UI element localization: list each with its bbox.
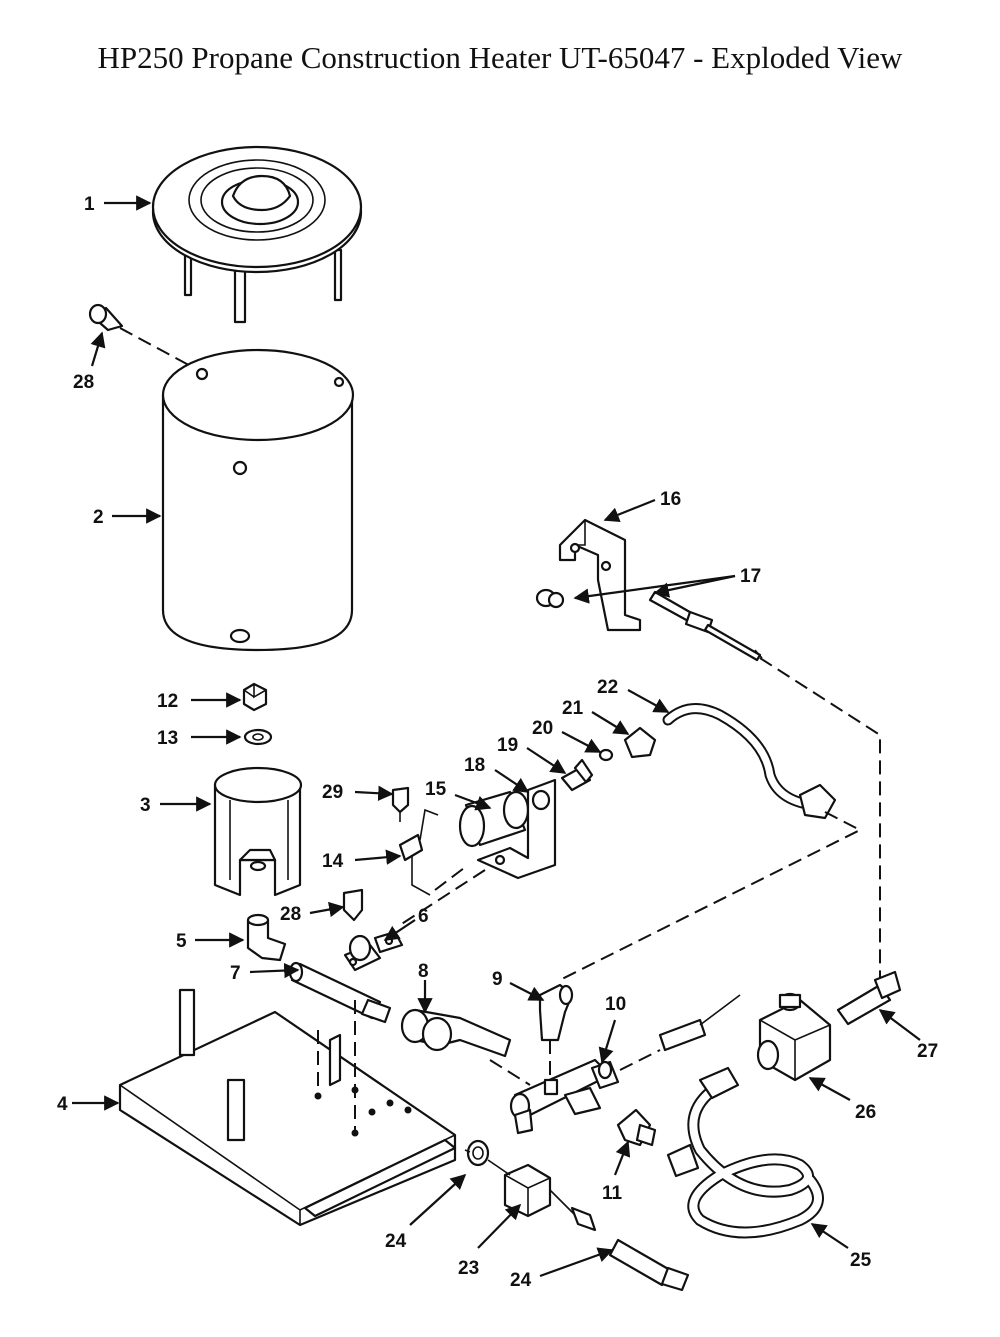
manifold-block <box>509 1058 612 1135</box>
callout-24-left: 24 <box>385 1231 407 1252</box>
page-title: HP250 Propane Construction Heater UT-650… <box>97 40 903 75</box>
part-28-screw-lower <box>342 888 364 922</box>
part-28-screw-upper <box>88 303 124 332</box>
part-1-top-deflector <box>151 145 363 324</box>
part-7-tube <box>288 961 392 1024</box>
callout-4: 4 <box>57 1094 68 1115</box>
part-5-elbow <box>246 913 287 962</box>
part-16-bracket <box>558 518 642 632</box>
part-3-burner-cup <box>213 766 303 897</box>
callout-26: 26 <box>855 1102 876 1123</box>
part-24-pilot-fitting <box>570 1206 690 1292</box>
callout-27: 27 <box>917 1041 938 1062</box>
callout-18: 18 <box>464 755 485 776</box>
part-22-gas-tube <box>662 703 837 820</box>
callout-5: 5 <box>176 931 187 952</box>
part-14-electrode <box>398 808 439 896</box>
part-6-clamp <box>343 930 404 972</box>
part-29-igniter <box>391 786 410 822</box>
part-21-nut <box>623 726 657 759</box>
callout-14: 14 <box>322 851 344 872</box>
part-2-cylinder-shell <box>161 348 355 652</box>
callout-20: 20 <box>532 718 553 739</box>
callout-6: 6 <box>418 906 429 927</box>
part-23-pilot-block <box>487 1159 576 1218</box>
callout-17: 17 <box>740 566 761 587</box>
callout-29: 29 <box>322 782 343 803</box>
callout-21: 21 <box>562 698 584 719</box>
callout-9: 9 <box>492 969 503 990</box>
callout-7: 7 <box>230 963 241 984</box>
part-9-elbow <box>538 983 574 1042</box>
callout-8: 8 <box>418 961 429 982</box>
part-11-fitting <box>616 1108 657 1147</box>
part-13-washer <box>243 728 273 746</box>
part-12-nut <box>242 682 268 712</box>
callout-19: 19 <box>497 735 518 756</box>
callout-2: 2 <box>93 507 104 528</box>
callout-15: 15 <box>425 779 447 800</box>
callout-16: 16 <box>660 489 681 510</box>
part-4-base-tray <box>118 988 457 1227</box>
part-19-fitting <box>560 758 594 792</box>
part-8-air-shutter <box>400 1008 512 1058</box>
part-24-pilot-nut <box>464 1139 490 1167</box>
part-17-thermocouple <box>535 588 763 662</box>
part-25-hose <box>666 1066 824 1239</box>
callout-24-bottom: 24 <box>510 1270 532 1291</box>
regulator-inlet <box>658 994 741 1052</box>
callout-11: 11 <box>602 1183 623 1204</box>
part-18-mount-bracket <box>476 778 557 880</box>
callout-12: 12 <box>157 691 178 712</box>
callout-22: 22 <box>597 677 618 698</box>
callout-28-upper: 28 <box>73 372 94 393</box>
callout-25: 25 <box>850 1250 872 1271</box>
callout-13: 13 <box>157 728 178 749</box>
callout-10: 10 <box>605 994 626 1015</box>
callout-28-lower: 28 <box>280 904 301 925</box>
callout-23: 23 <box>458 1258 479 1279</box>
leader-arrows <box>72 195 921 1278</box>
part-20-ferrule <box>598 748 614 762</box>
part-27-fitting <box>836 970 902 1026</box>
part-10-fitting <box>590 1060 620 1090</box>
part-26-regulator <box>756 992 832 1082</box>
callout-3: 3 <box>140 795 151 816</box>
callout-1: 1 <box>84 194 95 215</box>
